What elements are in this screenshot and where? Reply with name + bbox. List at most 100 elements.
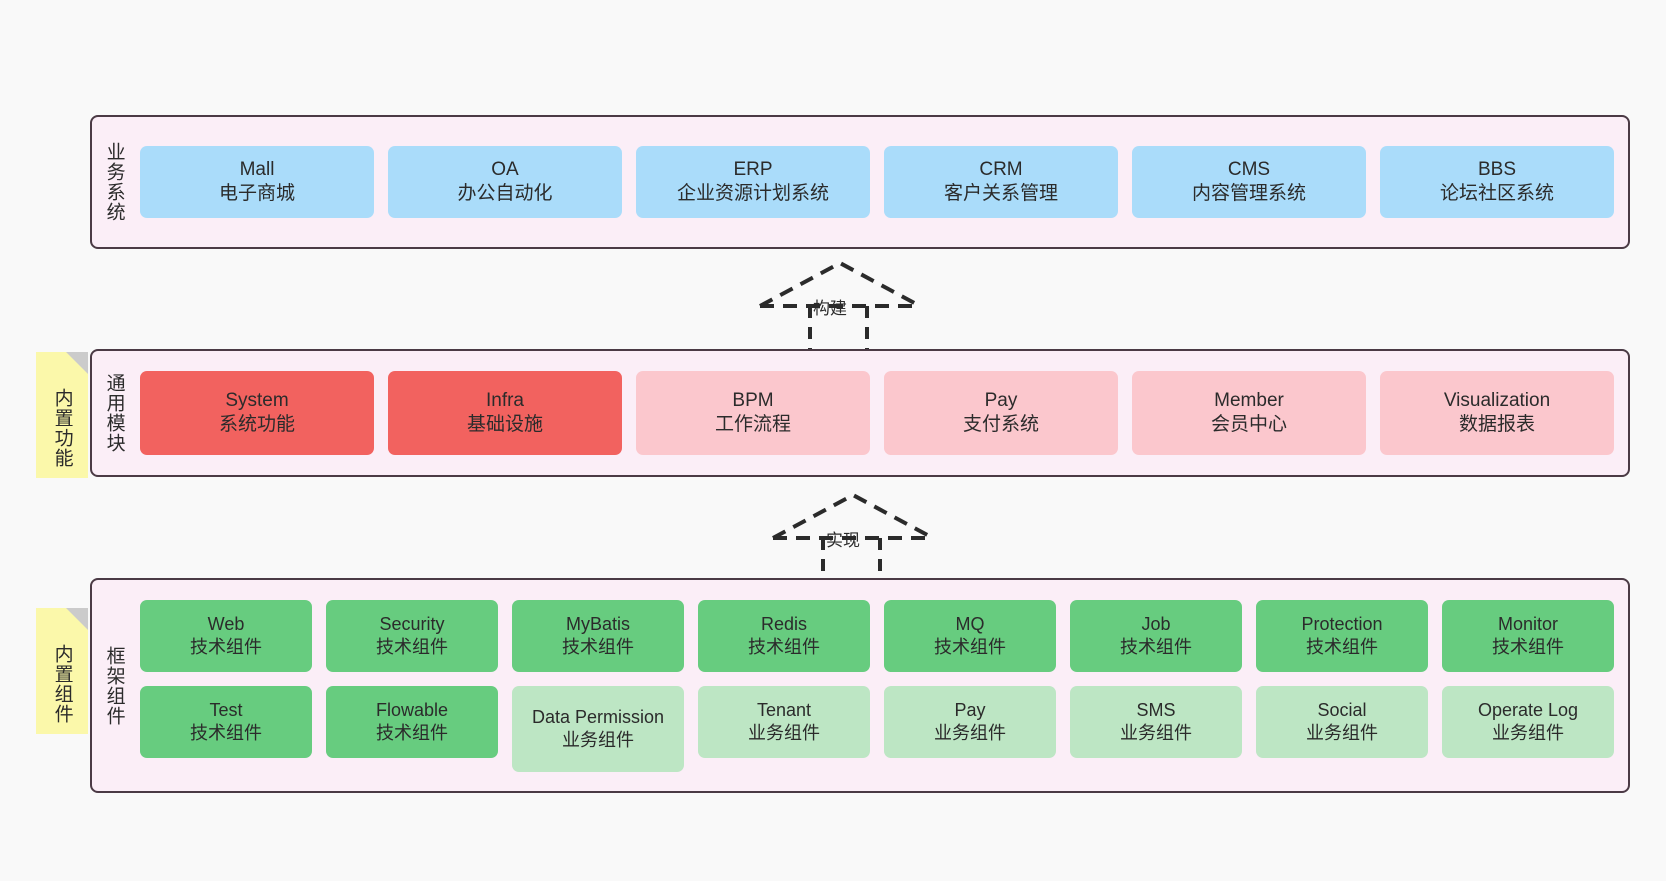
framework-card-security[interactable]: Security 技术组件 <box>326 599 498 672</box>
connector-build-label: 构建 <box>813 299 847 318</box>
module-card-member[interactable]: Member 会员中心 <box>1132 371 1366 455</box>
business-card-bbs[interactable]: BBS 论坛社区系统 <box>1380 146 1614 218</box>
framework-card-protection-en: Protection <box>1301 613 1383 634</box>
framework-card-redis[interactable]: Redis 技术组件 <box>698 599 870 672</box>
module-card-bpm[interactable]: BPM 工作流程 <box>636 371 870 455</box>
business-card-cms-en: CMS <box>1227 159 1271 181</box>
framework-card-data-permission-en: Data Permission <box>531 706 665 727</box>
module-card-system[interactable]: System 系统功能 <box>140 371 374 455</box>
module-card-pay-en: Pay <box>984 390 1018 412</box>
note-builtin-features-label: 内置功能 <box>51 388 73 468</box>
framework-card-job-cn: 技术组件 <box>1120 636 1192 657</box>
module-card-visualization[interactable]: Visualization 数据报表 <box>1380 371 1614 455</box>
framework-card-monitor-en: Monitor <box>1497 613 1559 634</box>
module-card-infra[interactable]: Infra 基础设施 <box>388 371 622 455</box>
framework-card-redis-en: Redis <box>760 613 808 634</box>
module-card-bpm-en: BPM <box>732 390 774 412</box>
business-card-oa-en: OA <box>491 159 519 181</box>
layer-framework-components-cards: Web 技术组件 Security 技术组件 MyBatis 技术组件 Redi… <box>136 599 1628 772</box>
framework-card-protection-cn: 技术组件 <box>1306 636 1378 657</box>
framework-card-mybatis-en: MyBatis <box>565 613 630 634</box>
framework-row-2: Test 技术组件 Flowable 技术组件 Data Permission … <box>140 685 1614 772</box>
framework-card-monitor[interactable]: Monitor 技术组件 <box>1442 599 1614 672</box>
framework-card-pay-cn: 业务组件 <box>934 722 1006 743</box>
framework-card-web-en: Web <box>207 613 245 634</box>
business-card-oa-cn: 办公自动化 <box>457 183 553 204</box>
note-builtin-components: 内置组件 <box>36 608 88 734</box>
module-card-pay-cn: 支付系统 <box>962 414 1039 435</box>
business-card-crm-cn: 客户关系管理 <box>943 183 1058 204</box>
business-card-mall-en: Mall <box>239 159 275 181</box>
framework-card-flowable[interactable]: Flowable 技术组件 <box>326 685 498 758</box>
connector-implement-arrow <box>772 492 934 582</box>
framework-card-operate-log-en: Operate Log <box>1477 699 1579 720</box>
framework-card-tenant-cn: 业务组件 <box>748 722 820 743</box>
framework-card-web-cn: 技术组件 <box>190 636 262 657</box>
framework-card-protection[interactable]: Protection 技术组件 <box>1256 599 1428 672</box>
framework-card-mybatis[interactable]: MyBatis 技术组件 <box>512 599 684 672</box>
framework-card-sms-en: SMS <box>1136 699 1176 720</box>
connector-build-arrow <box>759 260 921 350</box>
framework-card-social-cn: 业务组件 <box>1306 722 1378 743</box>
framework-card-data-permission[interactable]: Data Permission 业务组件 <box>512 685 684 772</box>
business-card-erp[interactable]: ERP 企业资源计划系统 <box>636 146 870 218</box>
module-card-visualization-en: Visualization <box>1443 390 1551 412</box>
framework-card-pay[interactable]: Pay 业务组件 <box>884 685 1056 758</box>
business-card-crm-en: CRM <box>979 159 1023 181</box>
layer-business-systems: 业务系统 Mall 电子商城 OA 办公自动化 ERP 企业资源计划系统 CRM… <box>90 115 1630 249</box>
layer-framework-components: 框架组件 Web 技术组件 Security 技术组件 MyBatis 技术组件… <box>90 578 1630 793</box>
framework-card-test-en: Test <box>209 699 243 720</box>
module-card-infra-en: Infra <box>485 390 525 412</box>
layer-business-systems-cards: Mall 电子商城 OA 办公自动化 ERP 企业资源计划系统 CRM 客户关系… <box>136 146 1628 218</box>
layer-common-modules-cards: System 系统功能 Infra 基础设施 BPM 工作流程 Pay 支付系统… <box>136 371 1628 455</box>
framework-card-job-en: Job <box>1141 613 1171 634</box>
framework-card-tenant-en: Tenant <box>756 699 812 720</box>
framework-card-sms[interactable]: SMS 业务组件 <box>1070 685 1242 758</box>
framework-card-operate-log[interactable]: Operate Log 业务组件 <box>1442 685 1614 758</box>
note-builtin-features: 内置功能 <box>36 352 88 478</box>
framework-card-sms-cn: 业务组件 <box>1120 722 1192 743</box>
note-builtin-components-label: 内置组件 <box>51 644 73 724</box>
module-card-pay[interactable]: Pay 支付系统 <box>884 371 1118 455</box>
framework-card-mq-cn: 技术组件 <box>934 636 1006 657</box>
business-card-mall[interactable]: Mall 电子商城 <box>140 146 374 218</box>
connector-implement-label: 实现 <box>826 531 860 550</box>
note-fold-corner-icon <box>66 608 88 630</box>
framework-card-test[interactable]: Test 技术组件 <box>140 685 312 758</box>
framework-card-social[interactable]: Social 业务组件 <box>1256 685 1428 758</box>
business-card-mall-cn: 电子商城 <box>218 183 295 204</box>
module-card-member-cn: 会员中心 <box>1210 414 1287 435</box>
framework-card-pay-en: Pay <box>954 699 986 720</box>
framework-card-web[interactable]: Web 技术组件 <box>140 599 312 672</box>
framework-card-security-en: Security <box>379 613 445 634</box>
layer-common-modules-title: 通用模块 <box>103 373 125 453</box>
connector-build: 构建 <box>755 258 925 350</box>
connector-implement: 实现 <box>768 490 938 582</box>
module-card-bpm-cn: 工作流程 <box>714 414 791 435</box>
framework-card-data-permission-cn: 业务组件 <box>562 729 634 750</box>
framework-card-job[interactable]: Job 技术组件 <box>1070 599 1242 672</box>
note-fold-corner-icon <box>66 352 88 374</box>
framework-card-redis-cn: 技术组件 <box>748 636 820 657</box>
framework-card-mq[interactable]: MQ 技术组件 <box>884 599 1056 672</box>
layer-business-systems-title: 业务系统 <box>103 142 125 222</box>
business-card-erp-en: ERP <box>733 159 773 181</box>
framework-card-mybatis-cn: 技术组件 <box>562 636 634 657</box>
module-card-visualization-cn: 数据报表 <box>1458 414 1535 435</box>
business-card-cms[interactable]: CMS 内容管理系统 <box>1132 146 1366 218</box>
framework-card-tenant[interactable]: Tenant 业务组件 <box>698 685 870 758</box>
business-card-bbs-cn: 论坛社区系统 <box>1439 183 1554 204</box>
framework-card-social-en: Social <box>1317 699 1367 720</box>
layer-common-modules: 通用模块 System 系统功能 Infra 基础设施 BPM 工作流程 Pay… <box>90 349 1630 477</box>
business-card-cms-cn: 内容管理系统 <box>1191 183 1306 204</box>
framework-card-monitor-cn: 技术组件 <box>1492 636 1564 657</box>
business-card-oa[interactable]: OA 办公自动化 <box>388 146 622 218</box>
framework-card-security-cn: 技术组件 <box>376 636 448 657</box>
framework-card-test-cn: 技术组件 <box>190 722 262 743</box>
business-card-erp-cn: 企业资源计划系统 <box>676 183 829 204</box>
framework-card-flowable-cn: 技术组件 <box>376 722 448 743</box>
business-card-crm[interactable]: CRM 客户关系管理 <box>884 146 1118 218</box>
module-card-system-en: System <box>225 390 289 412</box>
layer-framework-components-title: 框架组件 <box>103 645 125 726</box>
